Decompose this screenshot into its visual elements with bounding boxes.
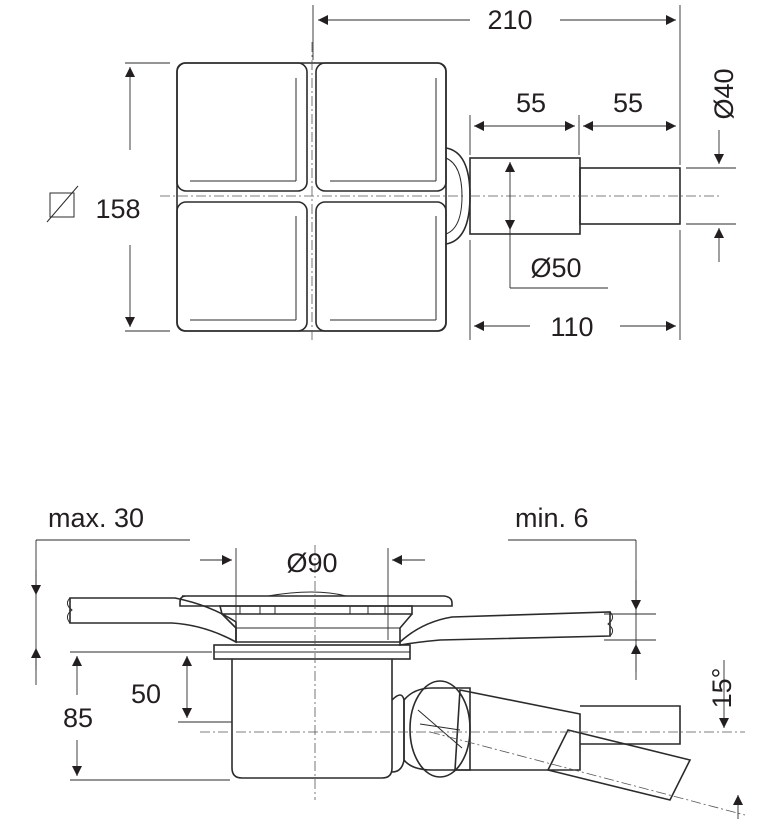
side-view: Ø90 max. 30 min. 6 85 50 15° bbox=[31, 503, 746, 819]
floor-left bbox=[69, 597, 237, 644]
dim-total-height: 85 bbox=[63, 703, 93, 733]
side-outlet-pipe-small bbox=[580, 705, 681, 745]
square-symbol-icon bbox=[46, 185, 79, 223]
grate-tiles bbox=[176, 62, 447, 332]
dim-outlet-right-len: 55 bbox=[613, 88, 643, 118]
dim-outlet-angle: 15° bbox=[707, 668, 737, 709]
top-view: 210 158 55 55 Ø40 Ø50 bbox=[46, 5, 739, 343]
dim-outlet-dia-large: Ø50 bbox=[530, 253, 581, 283]
dim-body-height: 50 bbox=[131, 679, 161, 709]
dim-max-tile: max. 30 bbox=[48, 503, 144, 533]
floor-right bbox=[399, 611, 611, 646]
dim-width-total: 210 bbox=[487, 5, 532, 35]
side-body bbox=[231, 659, 393, 779]
side-grate-plate bbox=[179, 595, 453, 607]
side-funnel bbox=[221, 613, 413, 643]
side-angle-line bbox=[429, 731, 746, 816]
dim-outlet-dia-small: Ø40 bbox=[709, 68, 739, 119]
dim-outlet-total-len: 110 bbox=[550, 312, 593, 342]
dim-outlet-left-len: 55 bbox=[516, 88, 546, 118]
dim-min-gap: min. 6 bbox=[515, 503, 589, 533]
dim-grate-height: 158 bbox=[95, 194, 140, 224]
side-outlet-pipe-angled bbox=[546, 729, 692, 801]
dim-body-dia: Ø90 bbox=[286, 548, 337, 578]
grate-outline bbox=[176, 62, 447, 332]
side-outlet-pipe-large bbox=[454, 689, 581, 771]
